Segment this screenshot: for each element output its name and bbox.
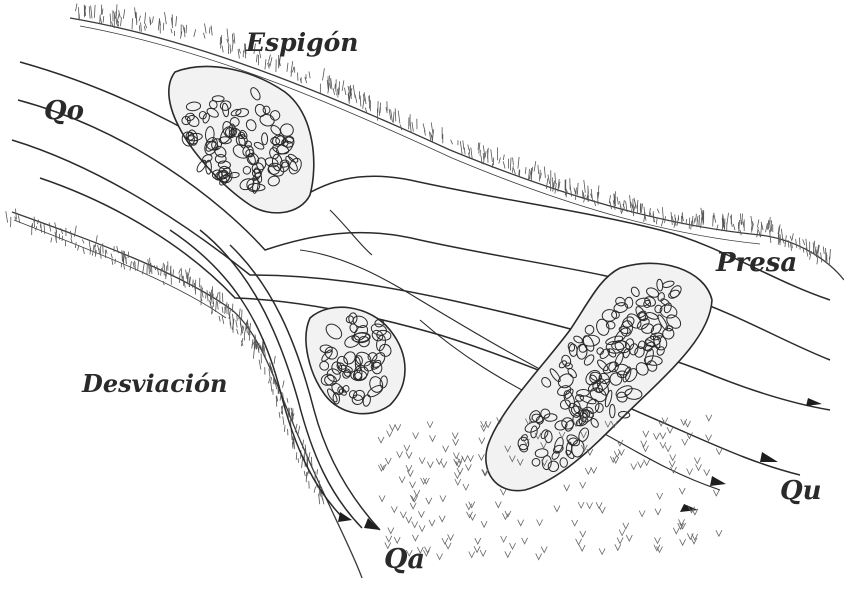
arrow-qu-3 [710,476,726,486]
diversion-stone-structure [306,307,405,413]
label-espigon: Espigón [246,30,358,55]
label-qo: Qo [44,98,84,124]
arrow-qu-1 [760,452,778,462]
label-qu: Qu [780,478,822,504]
lower-bank-grass [6,209,324,505]
river-flow-lines [12,62,830,490]
label-presa: Presa [716,250,797,276]
label-qa: Qa [384,546,425,573]
arrow-qu-2 [806,398,822,406]
presa-stone-structure [486,263,712,490]
label-desviacion: Desviación [82,372,227,396]
